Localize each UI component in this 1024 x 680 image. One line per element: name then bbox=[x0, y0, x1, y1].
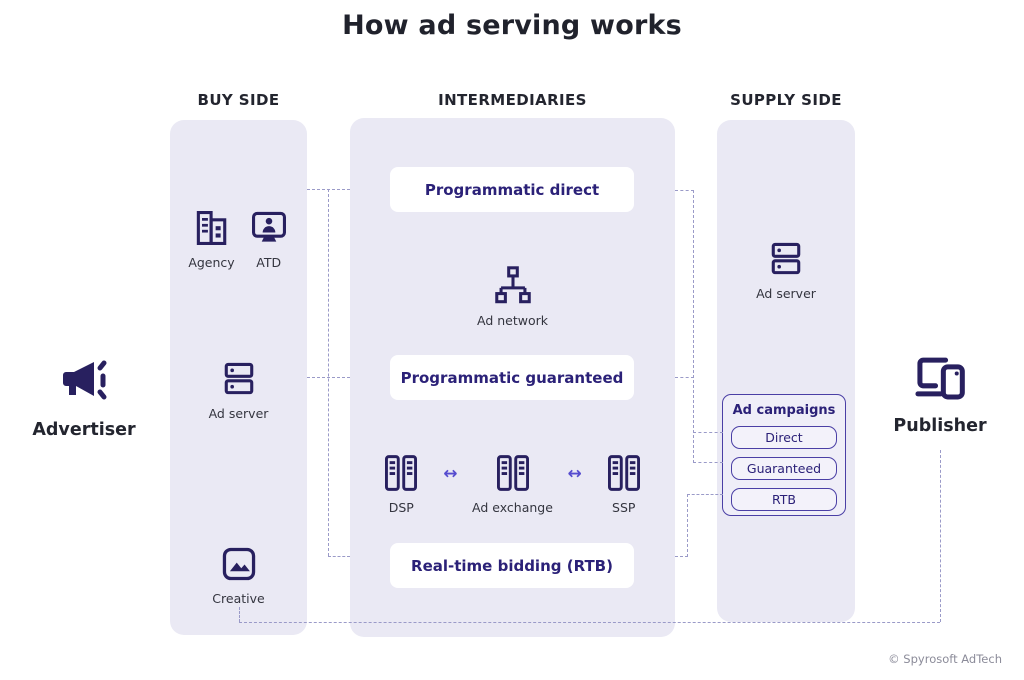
page-title: How ad serving works bbox=[342, 10, 682, 41]
connector-to-campaign-direct bbox=[693, 432, 723, 433]
megaphone-icon bbox=[54, 352, 114, 408]
column-header-intermediaries: INTERMEDIARIES bbox=[438, 91, 587, 109]
connector-creative-down bbox=[239, 607, 240, 622]
attribution-text: © Spyrosoft AdTech bbox=[888, 652, 1002, 666]
real-time-bidding-label: Real-time bidding (RTB) bbox=[411, 556, 613, 575]
creative-label: Creative bbox=[212, 591, 265, 606]
connector-supply-vertical bbox=[693, 190, 694, 463]
supply-ad-server-label: Ad server bbox=[756, 286, 816, 301]
column-header-buy-side: BUY SIDE bbox=[197, 91, 280, 109]
connector-bottom-horizontal bbox=[239, 622, 940, 623]
connector-to-campaign-rtb bbox=[687, 494, 723, 495]
atd-item: ATD bbox=[249, 208, 289, 270]
connector-buy-rtb bbox=[328, 556, 350, 557]
server-icon bbox=[765, 239, 807, 279]
supply-ad-server-item: Ad server bbox=[717, 239, 855, 301]
connector-buy-guaranteed bbox=[307, 377, 350, 378]
exchange-row: DSP ↔ Ad exchange ↔ bbox=[350, 453, 675, 515]
ad-campaigns-title: Ad campaigns bbox=[732, 403, 836, 418]
connector-publisher-down bbox=[940, 450, 941, 622]
server-towers-icon bbox=[604, 453, 644, 493]
real-time-bidding-box: Real-time bidding (RTB) bbox=[390, 543, 634, 588]
image-icon bbox=[219, 544, 259, 584]
creative-item: Creative bbox=[170, 544, 307, 606]
buy-side-panel: Agency ATD bbox=[170, 120, 307, 635]
devices-icon bbox=[911, 352, 969, 404]
agency-building-icon bbox=[192, 208, 232, 248]
ad-network-label: Ad network bbox=[476, 313, 548, 328]
publisher-label: Publisher bbox=[893, 416, 987, 436]
programmatic-guaranteed-box: Programmatic guaranteed bbox=[390, 355, 634, 400]
agency-atd-row: Agency ATD bbox=[170, 208, 307, 270]
dsp-label: DSP bbox=[388, 500, 414, 515]
monitor-person-icon bbox=[249, 208, 289, 248]
advertiser-block: Advertiser bbox=[26, 352, 142, 440]
connector-buy-vertical bbox=[328, 189, 329, 556]
ad-network-item: Ad network bbox=[350, 264, 675, 328]
programmatic-direct-box: Programmatic direct bbox=[390, 167, 634, 212]
server-icon bbox=[218, 359, 260, 399]
campaign-guaranteed: Guaranteed bbox=[731, 457, 837, 480]
ad-exchange-item: Ad exchange bbox=[468, 453, 558, 515]
campaign-rtb: RTB bbox=[731, 488, 837, 511]
server-towers-icon bbox=[381, 453, 421, 493]
connector-to-campaign-guaranteed bbox=[693, 462, 723, 463]
ssp-item: SSP bbox=[592, 453, 656, 515]
agency-label: Agency bbox=[188, 255, 235, 270]
advertiser-label: Advertiser bbox=[32, 420, 136, 440]
ad-campaigns-box: Ad campaigns Direct Guaranteed RTB bbox=[722, 394, 846, 516]
connector-direct-out bbox=[675, 190, 694, 191]
ad-exchange-label: Ad exchange bbox=[472, 500, 553, 515]
dsp-item: DSP bbox=[369, 453, 433, 515]
buy-ad-server-item: Ad server bbox=[170, 359, 307, 421]
network-icon bbox=[492, 264, 534, 306]
connector-guaranteed-out bbox=[675, 377, 694, 378]
connector-rtb-vertical bbox=[687, 494, 688, 557]
programmatic-guaranteed-label: Programmatic guaranteed bbox=[400, 368, 624, 387]
atd-label: ATD bbox=[256, 255, 282, 270]
connector-rtb-out bbox=[675, 556, 688, 557]
server-towers-icon bbox=[493, 453, 533, 493]
supply-side-panel: Ad server Ad campaigns Direct Guaranteed… bbox=[717, 120, 855, 622]
programmatic-direct-label: Programmatic direct bbox=[424, 180, 600, 199]
agency-item: Agency bbox=[188, 208, 235, 270]
ssp-label: SSP bbox=[612, 500, 636, 515]
campaign-direct: Direct bbox=[731, 426, 837, 449]
bidirectional-arrow-icon: ↔ bbox=[567, 464, 582, 484]
intermediaries-panel: Programmatic direct Ad network Programma… bbox=[350, 118, 675, 637]
publisher-block: Publisher bbox=[882, 352, 998, 436]
column-header-supply-side: SUPPLY SIDE bbox=[730, 91, 842, 109]
bidirectional-arrow-icon: ↔ bbox=[443, 464, 458, 484]
buy-ad-server-label: Ad server bbox=[208, 406, 269, 421]
